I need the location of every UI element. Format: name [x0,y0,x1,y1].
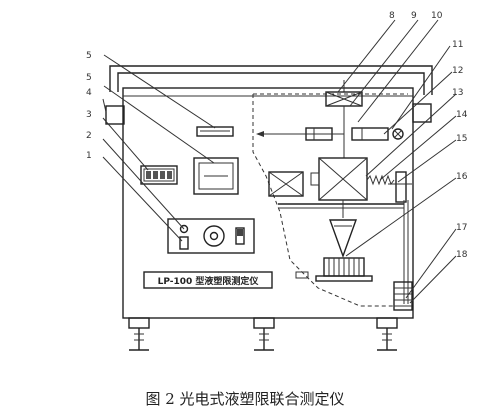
drop-cone [329,219,357,259]
lift-table [315,275,373,282]
small-indicator [295,271,309,279]
callout-3: 3 [86,110,92,120]
callout-13: 13 [452,88,463,98]
callout-numbers: 5 5 4 3 2 1 8 9 10 11 12 13 14 15 16 17 … [86,11,468,260]
control-knob-inner [209,231,219,241]
figure-caption: 图 2 光电式液塑限联合测定仪 [145,390,345,408]
digital-display [140,165,178,185]
lens-tube-right [351,127,389,141]
electromagnet-box [268,171,304,197]
nameplate-text: LP-100 型液塑限测定仪 [158,275,260,287]
callout-2: 2 [86,131,92,141]
callout-16: 16 [456,172,468,182]
left-clamp [105,105,125,125]
adjust-column [395,171,407,203]
side-knob [393,281,413,311]
screen [198,162,234,190]
callout-10: 10 [431,11,443,21]
light-source [392,128,404,140]
feet [128,317,398,351]
callout-6: 5 [86,51,92,61]
callout-5: 5 [86,73,92,83]
power-indicator [179,224,189,234]
callout-9: 9 [411,11,417,21]
optical-system [256,80,404,158]
toggle-switch [235,227,245,245]
control-panel [167,218,255,254]
cone-mechanism [268,157,412,304]
callout-14: 14 [456,110,468,120]
inner-compartment [252,94,408,307]
callout-8: 8 [389,11,395,21]
screen-frame [193,157,239,195]
right-clamp [412,103,432,123]
callout-15: 15 [456,134,467,144]
control-knob-outer [203,225,225,247]
callout-1: 1 [86,151,92,161]
callout-12: 12 [452,66,463,76]
display-segments [146,171,172,179]
leader-lines [102,19,457,304]
callout-11: 11 [452,40,463,50]
callout-17: 17 [456,223,467,233]
nameplate [143,271,273,289]
power-switch [179,236,189,250]
callout-4: 4 [86,88,92,98]
callout-18: 18 [456,250,468,260]
indicator-slot [196,126,234,137]
front-panel-controls: LP-100 型液塑限测定仪 [140,126,273,289]
